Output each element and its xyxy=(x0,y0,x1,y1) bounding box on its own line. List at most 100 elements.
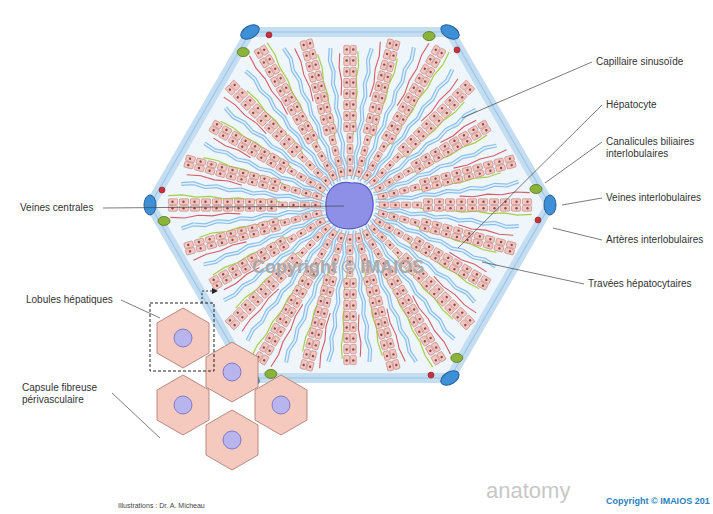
hepatocyte xyxy=(260,45,270,56)
hepatocyte xyxy=(270,323,280,334)
hepatocyte xyxy=(332,146,340,156)
hepatocyte-nucleus xyxy=(324,228,327,231)
hepatocyte-nucleus xyxy=(429,280,432,283)
hepatocyte-nucleus xyxy=(482,207,484,209)
hepatocyte-nucleus xyxy=(382,195,385,198)
hepatocyte xyxy=(185,155,195,163)
hepatocyte xyxy=(201,205,210,211)
hepatocyte-nucleus xyxy=(244,303,247,306)
hepatocyte xyxy=(226,229,236,237)
hepatocyte xyxy=(312,60,320,70)
hepatocyte-nucleus xyxy=(386,75,389,78)
hepatocyte-nucleus xyxy=(386,332,389,335)
hepatocyte-nucleus xyxy=(366,233,369,236)
hepatocyte xyxy=(344,111,350,120)
hepatocyte-nucleus xyxy=(284,308,287,311)
hepatocyte-nucleus xyxy=(262,61,265,64)
hepatocyte-nucleus xyxy=(471,207,473,209)
interlobular-vein xyxy=(144,195,156,215)
hepatocyte xyxy=(444,304,455,315)
hepatocyte-nucleus xyxy=(275,135,278,138)
hepatocyte-nucleus xyxy=(346,304,348,306)
mini-central-vein xyxy=(223,431,241,449)
hepatocyte xyxy=(328,170,338,181)
leader-line xyxy=(103,206,344,208)
hepatocyte xyxy=(372,115,380,125)
hepatocyte xyxy=(344,56,350,65)
hepatocyte xyxy=(248,291,259,302)
hepatocyte-nucleus xyxy=(229,175,232,178)
hepatocyte xyxy=(347,133,353,142)
hepatocyte xyxy=(402,147,413,158)
hepatocyte xyxy=(258,221,268,229)
hepatocyte-nucleus xyxy=(305,54,308,57)
hepatocyte xyxy=(267,199,276,205)
hepatocyte xyxy=(306,223,317,233)
hepatocyte-nucleus xyxy=(383,63,386,66)
hepatocyte-nucleus xyxy=(309,226,312,229)
hepatocyte-nucleus xyxy=(329,116,332,119)
interlobular-bile-duct xyxy=(451,353,463,362)
hepatocyte-nucleus xyxy=(437,156,440,159)
hepatocyte-nucleus xyxy=(242,236,245,239)
hepatocyte-nucleus xyxy=(193,201,195,203)
hepatocyte xyxy=(393,124,403,135)
hepatocyte xyxy=(393,228,404,238)
hepatocyte-nucleus xyxy=(388,163,391,166)
hepatocyte xyxy=(293,102,303,113)
hepatocyte-nucleus xyxy=(456,262,459,265)
hepatocyte xyxy=(241,136,252,146)
hepatocyte-nucleus xyxy=(381,97,384,100)
hepatocyte-nucleus xyxy=(264,114,267,117)
hepatocyte-nucleus xyxy=(447,151,450,154)
hepatocyte-nucleus xyxy=(299,175,302,178)
central-vein xyxy=(326,182,373,229)
hepatocyte xyxy=(306,338,314,348)
hepatocyte-nucleus xyxy=(340,237,343,240)
hepatocyte-nucleus xyxy=(373,228,376,231)
leader-line xyxy=(121,300,160,318)
hepatocyte xyxy=(264,276,275,287)
hepatocyte-nucleus xyxy=(323,95,326,98)
hepatocyte-nucleus xyxy=(377,154,380,157)
hepatocyte-nucleus xyxy=(242,172,245,175)
hepatocyte xyxy=(355,167,363,177)
mini-central-vein xyxy=(272,396,290,414)
hepatocyte-nucleus xyxy=(453,268,456,271)
interlobular-bile-duct xyxy=(237,48,249,57)
hepatocyte-nucleus xyxy=(414,186,417,189)
hepatocyte xyxy=(458,270,469,280)
hepatocyte xyxy=(256,199,265,205)
hepatocyte xyxy=(358,243,366,253)
hepatocyte-nucleus xyxy=(464,83,467,86)
hepatocyte xyxy=(375,104,383,114)
mini-lobule xyxy=(157,375,209,435)
hepatocyte-nucleus xyxy=(274,340,277,343)
hepatocyte xyxy=(392,152,403,163)
hepatocyte-nucleus xyxy=(434,257,437,260)
hepatocyte xyxy=(404,105,414,116)
hepatocyte xyxy=(410,242,421,252)
hepatocyte-nucleus xyxy=(326,164,329,167)
hepatocyte-nucleus xyxy=(268,70,271,73)
hepatocyte-nucleus xyxy=(311,75,314,78)
hepatocyte-nucleus xyxy=(433,292,436,295)
hepatocyte xyxy=(421,280,432,291)
hepatocyte-nucleus xyxy=(424,80,427,83)
hepatocyte-nucleus xyxy=(234,134,237,137)
hepatocyte xyxy=(260,147,271,157)
hepatocyte-nucleus xyxy=(252,295,255,298)
hepatocyte-nucleus xyxy=(331,174,334,177)
hepatocyte-nucleus xyxy=(396,115,399,118)
hepatocyte-nucleus xyxy=(438,201,440,203)
hepatocyte-nucleus xyxy=(270,201,272,203)
hepatocyte-nucleus xyxy=(222,273,225,276)
copyright-note: Copyright © IMAIOS 201 xyxy=(606,496,710,507)
hepatocyte-nucleus xyxy=(481,284,484,287)
bile-canaliculus xyxy=(267,43,318,143)
hepatocyte-nucleus xyxy=(396,279,399,282)
hepatocyte xyxy=(431,57,441,68)
hepatocyte-nucleus xyxy=(314,86,317,89)
hepatocyte xyxy=(477,281,488,291)
hepatocyte-nucleus xyxy=(468,175,471,178)
